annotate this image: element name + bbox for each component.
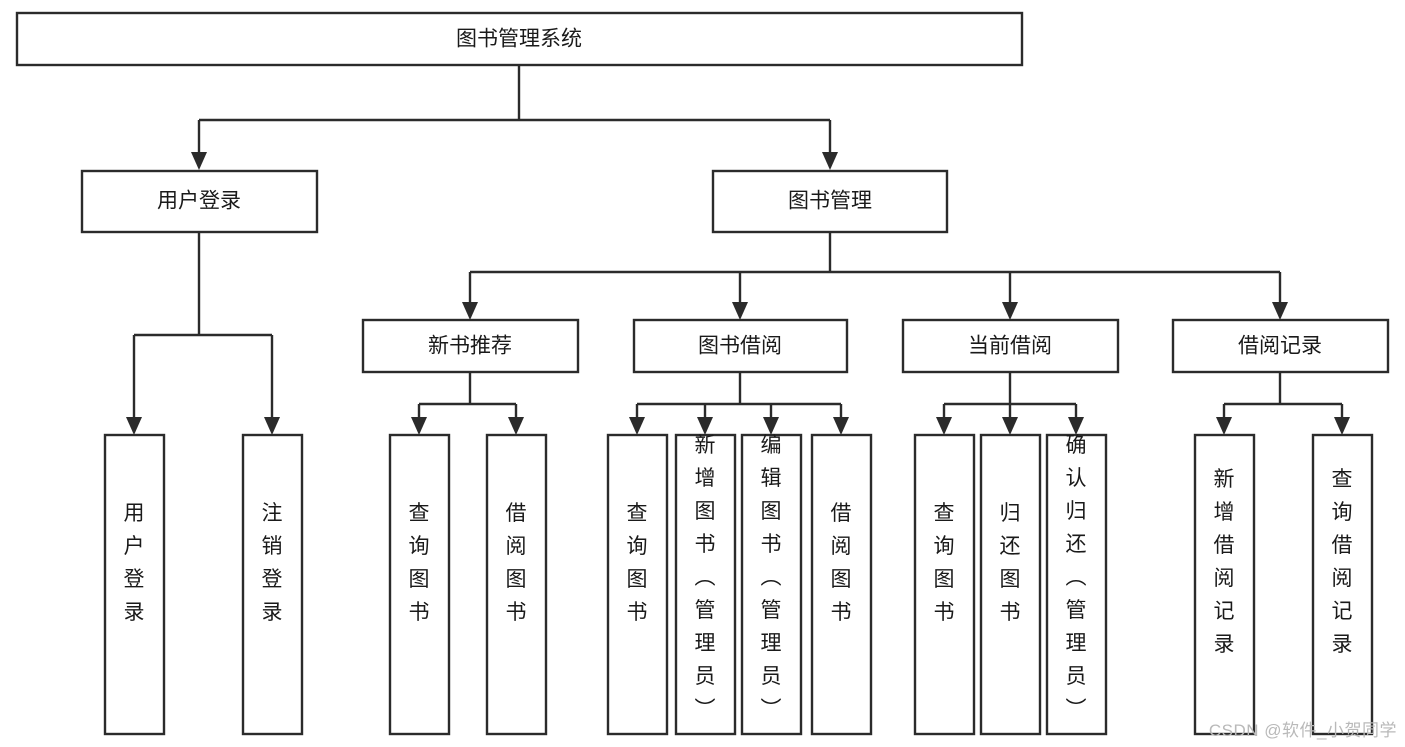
leaf-add-record-label: 新增借阅记录 — [1214, 468, 1235, 656]
node-user-login[interactable]: 用户登录 — [80, 169, 319, 234]
leaf-query-book-1-label: 查询图书 — [409, 502, 430, 624]
leaf-edit-book[interactable]: 编辑图书︵管理员︶ — [740, 433, 803, 736]
leaf-user-login[interactable]: 用户登录 — [103, 433, 166, 736]
leaf-query-record-box[interactable] — [1311, 433, 1374, 736]
node-book-manage-box[interactable] — [711, 169, 949, 234]
leaf-query-book-2-box[interactable] — [606, 433, 669, 736]
arrow-head-icon — [629, 417, 645, 435]
leaf-logout[interactable]: 注销登录 — [241, 433, 304, 736]
leaf-borrow-book-2-label: 借阅图书 — [831, 502, 852, 624]
leaf-confirm-return[interactable]: 确认归还︵管理员︶ — [1045, 433, 1108, 736]
arrow-head-icon — [1002, 302, 1018, 320]
leaf-borrow-book-2-box[interactable] — [810, 433, 873, 736]
arrow-head-icon — [1334, 417, 1350, 435]
arrow-head-icon — [936, 417, 952, 435]
arrow-head-icon — [191, 152, 207, 170]
arrow-head-icon — [822, 152, 838, 170]
arrow-head-icon — [508, 417, 524, 435]
leaf-borrow-book-1-box[interactable] — [485, 433, 548, 736]
leaf-add-book-label: 新增图书︵管理员︶ — [695, 434, 716, 721]
node-current-borrow-label: 当前借阅 — [968, 335, 1052, 358]
arrow-head-icon — [462, 302, 478, 320]
node-book-borrow-box[interactable] — [632, 318, 849, 374]
node-user-login-label: 用户登录 — [157, 190, 241, 213]
leaf-edit-book-label: 编辑图书︵管理员︶ — [761, 434, 782, 721]
leaf-return-book-box[interactable] — [979, 433, 1042, 736]
leaf-query-book-1-box[interactable] — [388, 433, 451, 736]
node-root[interactable]: 图书管理系统 — [15, 11, 1024, 67]
leaf-edit-book-box[interactable] — [740, 433, 803, 736]
node-borrow-record[interactable]: 借阅记录 — [1171, 318, 1390, 374]
arrow-head-icon — [1002, 417, 1018, 435]
leaf-query-book-3[interactable]: 查询图书 — [913, 433, 976, 736]
leaf-add-book[interactable]: 新增图书︵管理员︶ — [674, 433, 737, 736]
leaf-user-login-label: 用户登录 — [124, 502, 145, 624]
node-borrow-record-label: 借阅记录 — [1238, 335, 1322, 358]
leaf-user-login-box[interactable] — [103, 433, 166, 736]
node-book-manage[interactable]: 图书管理 — [711, 169, 949, 234]
node-user-login-box[interactable] — [80, 169, 319, 234]
node-new-book-recommend-label: 新书推荐 — [428, 335, 512, 358]
arrow-head-icon — [833, 417, 849, 435]
node-root-label: 图书管理系统 — [456, 28, 582, 51]
leaf-add-record[interactable]: 新增借阅记录 — [1193, 433, 1256, 736]
leaf-add-record-box[interactable] — [1193, 433, 1256, 736]
leaf-return-book-label: 归还图书 — [1000, 502, 1021, 624]
arrow-head-icon — [732, 302, 748, 320]
leaf-borrow-book-1[interactable]: 借阅图书 — [485, 433, 548, 736]
node-root-box[interactable] — [15, 11, 1024, 67]
arrow-head-icon — [126, 417, 142, 435]
node-current-borrow[interactable]: 当前借阅 — [901, 318, 1120, 374]
arrow-head-icon — [1272, 302, 1288, 320]
arrow-head-icon — [264, 417, 280, 435]
leaf-add-book-box[interactable] — [674, 433, 737, 736]
node-new-book-recommend[interactable]: 新书推荐 — [361, 318, 580, 374]
node-book-borrow[interactable]: 图书借阅 — [632, 318, 849, 374]
arrow-head-icon — [411, 417, 427, 435]
leaf-query-book-3-box[interactable] — [913, 433, 976, 736]
watermark-text: CSDN @软件_小贺同学 — [1208, 721, 1397, 740]
leaf-confirm-return-box[interactable] — [1045, 433, 1108, 736]
leaf-logout-label: 注销登录 — [262, 502, 283, 624]
leaf-query-book-2-label: 查询图书 — [627, 502, 648, 624]
arrow-head-icon — [763, 417, 779, 435]
leaf-borrow-book-2[interactable]: 借阅图书 — [810, 433, 873, 736]
leaf-confirm-return-label: 确认归还︵管理员︶ — [1066, 434, 1087, 721]
node-new-book-recommend-box[interactable] — [361, 318, 580, 374]
arrow-head-icon — [1216, 417, 1232, 435]
node-current-borrow-box[interactable] — [901, 318, 1120, 374]
leaf-query-record[interactable]: 查询借阅记录 — [1311, 433, 1374, 736]
leaf-return-book[interactable]: 归还图书 — [979, 433, 1042, 736]
leaf-logout-box[interactable] — [241, 433, 304, 736]
arrow-head-icon — [1068, 417, 1084, 435]
leaf-query-book-1[interactable]: 查询图书 — [388, 433, 451, 736]
node-borrow-record-box[interactable] — [1171, 318, 1390, 374]
connector-layer — [126, 65, 1350, 435]
leaf-query-record-label: 查询借阅记录 — [1332, 468, 1353, 656]
leaf-borrow-book-1-label: 借阅图书 — [506, 502, 527, 624]
arrow-head-icon — [697, 417, 713, 435]
leaf-query-book-2[interactable]: 查询图书 — [606, 433, 669, 736]
leaf-query-book-3-label: 查询图书 — [934, 502, 955, 624]
node-book-borrow-label: 图书借阅 — [698, 335, 782, 358]
node-book-manage-label: 图书管理 — [788, 190, 872, 213]
